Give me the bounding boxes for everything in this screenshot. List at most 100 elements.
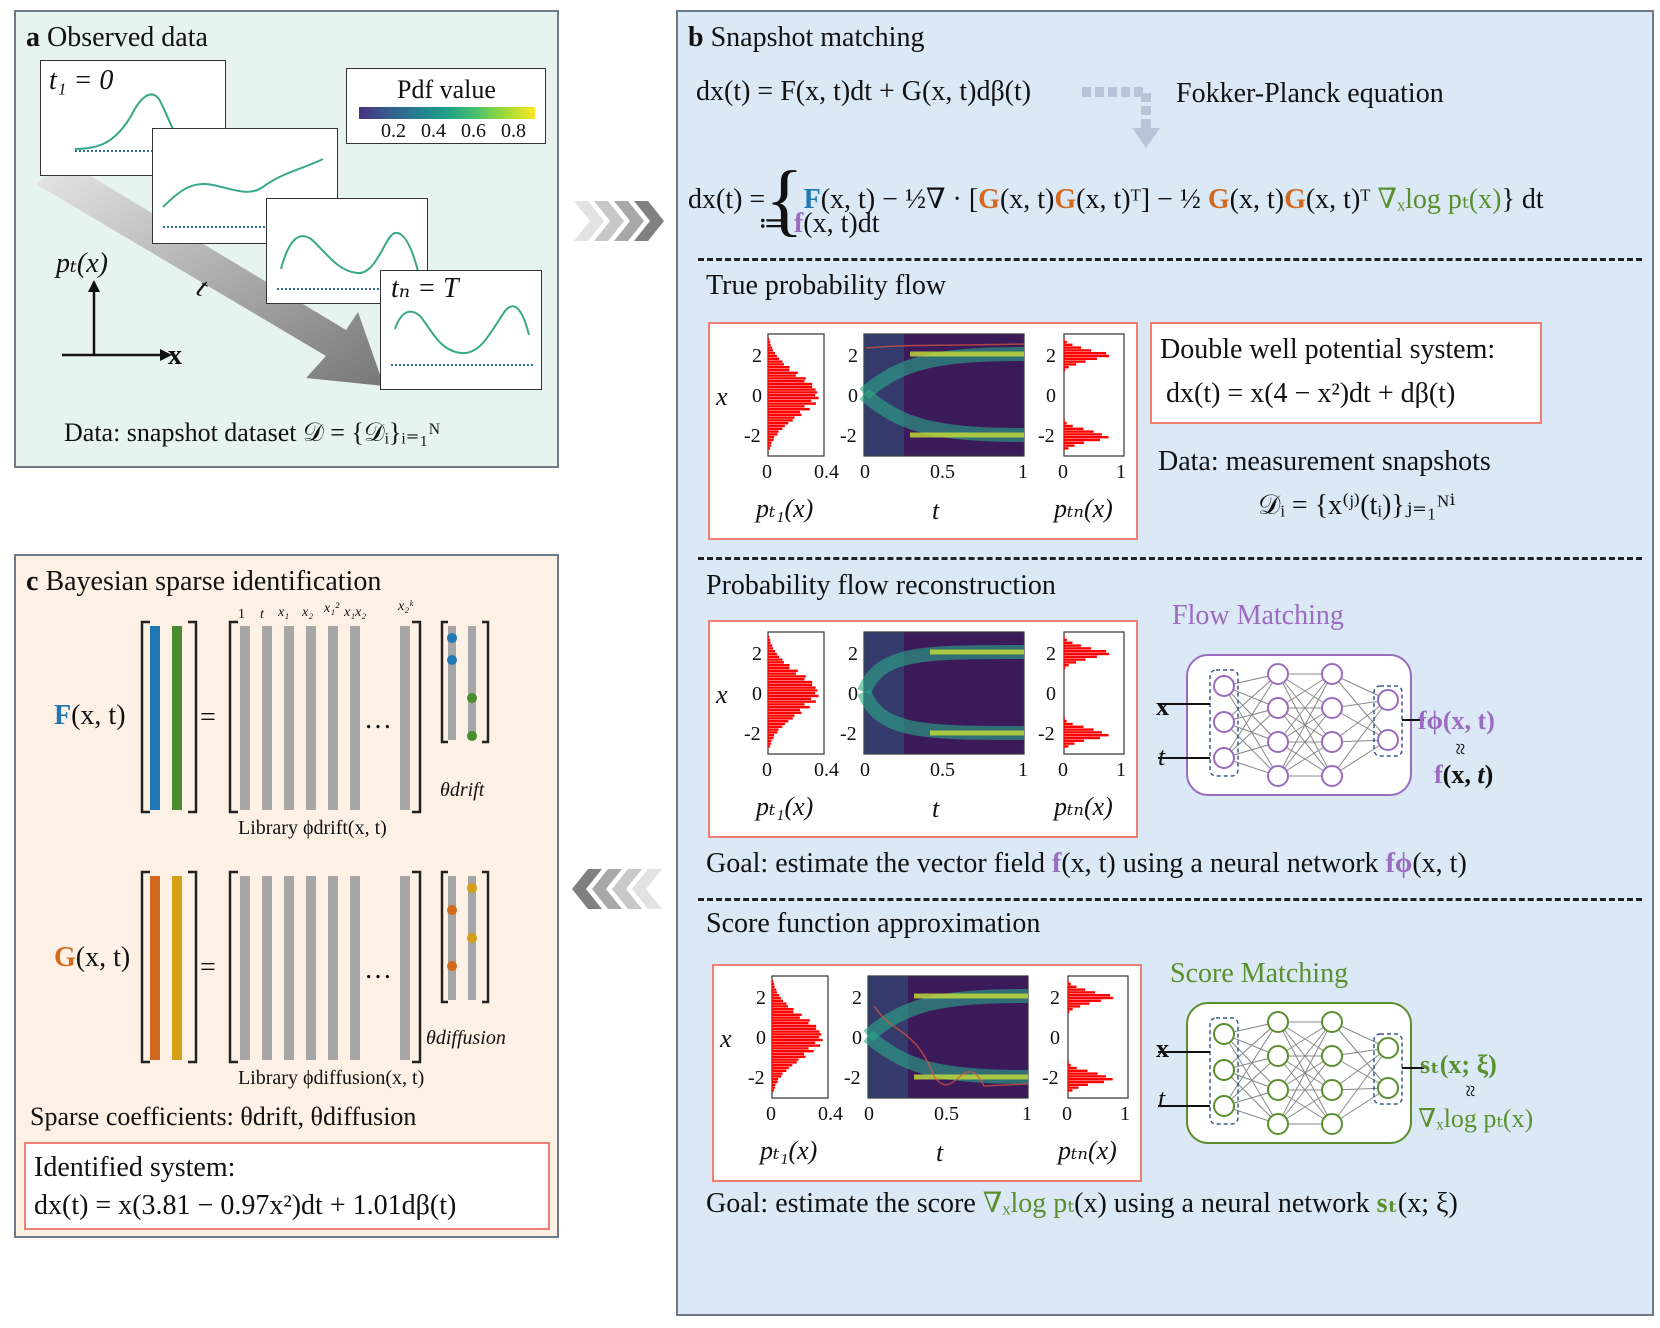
hist-right-bar	[1064, 722, 1073, 726]
hist-right-bar	[1064, 349, 1092, 352]
x-tick: 0	[860, 461, 870, 483]
hist-right-bar	[1064, 424, 1073, 428]
heatmap-trajectory	[873, 1005, 1029, 1087]
pdf-tick-4: 0.8	[501, 120, 526, 142]
pf-definition: ≔ f(x, t)dt	[758, 208, 880, 239]
hist-right-bar	[1064, 745, 1069, 748]
hist-left-bar	[768, 647, 774, 650]
hist-left-bar	[768, 419, 793, 422]
p-t1-label: pₜ₁(x)	[756, 792, 814, 821]
hist-left-bar	[768, 692, 816, 695]
hist-left-bar	[768, 433, 778, 436]
hist-right-bar	[1068, 1066, 1077, 1070]
x-tick: 0	[762, 461, 772, 483]
hist-left-bar	[772, 980, 774, 983]
hist-right-bar	[1064, 343, 1073, 346]
hist-right-bar	[1064, 338, 1065, 341]
hist-left-bar	[768, 340, 771, 344]
identified-system-box: Identified system: dx(t) = x(3.81 − 0.97…	[24, 1142, 550, 1230]
hist-right-bar	[1064, 433, 1102, 436]
hist-left-bar	[768, 683, 813, 686]
hist-left-bar	[768, 357, 780, 360]
hist-left-bar	[772, 1036, 820, 1039]
nn-neuron	[1267, 1011, 1289, 1033]
nn-edge	[1277, 1055, 1333, 1125]
hist-left-bar	[772, 1050, 814, 1053]
hist-right-bar	[1068, 982, 1071, 986]
flow-input-x: x	[1156, 692, 1169, 721]
y-tick: 0	[752, 385, 762, 407]
axis-glyph	[62, 280, 172, 361]
lib-label-x1: x₁	[278, 605, 290, 620]
axis-y-label: pₜ(x)	[56, 248, 108, 279]
hist-left-bar	[772, 1066, 789, 1070]
nn-neuron	[1321, 1079, 1343, 1101]
hist-left-bar	[772, 1008, 794, 1011]
t-label: t	[932, 794, 940, 823]
nn-input-group	[1209, 1017, 1239, 1125]
hist-left-bar	[768, 669, 798, 672]
hist-left-bar	[772, 1038, 823, 1042]
fp-dashed-arrow	[1082, 87, 1160, 148]
score-network-graph	[1158, 1011, 1424, 1135]
hist-right-bar	[1064, 438, 1100, 442]
hist-left-bar	[772, 988, 777, 991]
hist-left-bar	[768, 697, 812, 700]
x-tick: 1	[1116, 759, 1126, 781]
hist-right-bar	[1068, 996, 1114, 1000]
p-tN-label: pₜₙ(x)	[1058, 1136, 1117, 1165]
y-tick: 0	[1050, 1027, 1060, 1049]
hist-right-bar	[1068, 1010, 1070, 1014]
hist-right-bar	[1064, 644, 1082, 647]
y-tick: 2	[752, 643, 762, 665]
hist-left-bar	[768, 416, 795, 419]
hist-left-bar	[772, 1044, 820, 1047]
hist-right-bar	[1064, 444, 1075, 447]
hist-left-bar	[768, 722, 785, 726]
x-tick: 0.4	[814, 461, 839, 483]
hist-right-bar	[1064, 647, 1092, 650]
hist-left-bar	[768, 694, 819, 698]
hist-right-bar	[1068, 1080, 1104, 1084]
nn-edge	[1277, 1021, 1333, 1091]
axis-x-label: x	[168, 340, 182, 371]
pdf-tick-3: 0.6	[461, 120, 486, 142]
hist-right-bar	[1064, 441, 1084, 444]
y-tick: 2	[756, 987, 766, 1009]
score-approx: ≈	[1458, 1084, 1484, 1098]
nn-edge	[1331, 1047, 1389, 1091]
hist-left-bar	[768, 380, 805, 383]
hist-right-bar	[1068, 1002, 1090, 1005]
y-tick: 0	[852, 1027, 862, 1049]
plot-svg	[767, 333, 1125, 457]
flow-output-top: fϕ(x, t)	[1418, 706, 1495, 735]
nn-neuron	[1377, 1077, 1399, 1099]
hist-right-bar	[1064, 366, 1069, 369]
nn-edge	[1331, 1021, 1389, 1089]
score-output-bottom: ∇ₓlog pₜ(x)	[1418, 1104, 1534, 1133]
hist-left-bar	[768, 399, 812, 402]
hist-left-bar	[768, 728, 779, 731]
hist-right-bar	[1068, 1075, 1106, 1078]
score-input-x: x	[1156, 1034, 1169, 1063]
p-tN-label: pₜₙ(x)	[1054, 494, 1113, 523]
hist-left-bar	[772, 1019, 810, 1022]
nn-edge	[1223, 1033, 1279, 1125]
F-lhs: F(x, t)	[54, 700, 126, 731]
hist-left-bar	[768, 706, 810, 709]
hist-right-bar	[1064, 655, 1097, 658]
x-axis-label: x	[720, 1024, 732, 1053]
hist-right-bar	[1064, 419, 1065, 422]
x-tick: 0	[1058, 461, 1068, 483]
y-tick: -2	[744, 425, 761, 447]
y-tick: 0	[752, 683, 762, 705]
hist-left-bar	[768, 708, 801, 712]
hist-right-bar	[1064, 736, 1100, 740]
hist-left-bar	[772, 1033, 822, 1036]
p-t1-label: pₜ₁(x)	[756, 494, 814, 523]
hist-left-bar	[768, 408, 810, 411]
nn-neuron	[1213, 1095, 1235, 1117]
hist-right-bar	[1068, 980, 1069, 983]
nn-neuron	[1267, 765, 1289, 787]
